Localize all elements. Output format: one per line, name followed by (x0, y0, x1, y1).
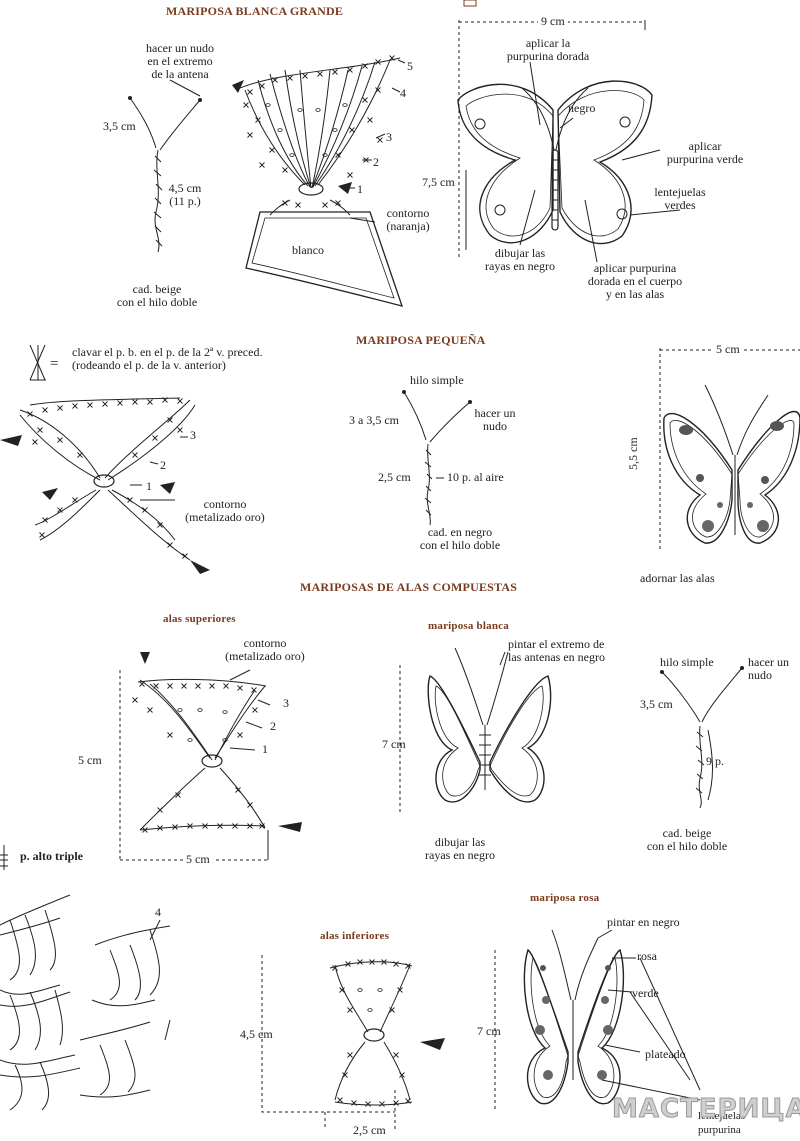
grande-outline-note: contorno (naranja) (386, 206, 430, 233)
grande-row-5: 5 (407, 59, 413, 73)
grande-stripes-note: dibujar las rayas en negro (485, 246, 555, 273)
pequena-adorn-note: adornar las alas (640, 571, 715, 585)
grande-antenna-note: hacer un nudo en el extremo de la antena (146, 41, 214, 81)
grande-body-glitter: aplicar purpurina dorada en el cuerpo y … (587, 261, 683, 301)
section-title-grande: MARIPOSA BLANCA GRANDE (166, 4, 344, 18)
grande-antenna-diagram (128, 79, 202, 253)
pequena-chain-count: 10 p. al aire (447, 470, 504, 484)
pequena-chain-note: cad. en negro con el hilo doble (419, 525, 501, 552)
grande-finished-butterfly (457, 20, 681, 263)
inf-height: 4,5 cm (240, 1027, 273, 1041)
sup-width: 5 cm (183, 853, 213, 866)
pequena-knot: hacer un nudo (474, 406, 516, 433)
subtitle-alas-inferiores: alas inferiores (320, 930, 390, 942)
sup-row-3: 3 (283, 696, 289, 710)
rosa-sequins: lentejuelas (698, 1110, 746, 1122)
grande-glitter-green: aplicar purpurina verde (666, 139, 744, 166)
sup-outline-note: contorno (metalizado oro) (225, 636, 305, 663)
pequena-row-1: 1 (146, 479, 152, 493)
sup-row-2: 2 (270, 719, 276, 733)
section-title-pequena: MARIPOSA PEQUEÑA (356, 333, 486, 347)
grande-row-4: 4 (400, 86, 406, 100)
mariposa-rosa-drawing (494, 929, 701, 1110)
legend-symbol-text: clavar el p. b. en el p. de la 2ª v. pre… (72, 345, 263, 372)
legend-equals: = (50, 356, 59, 372)
watermark-logo: МАСТЕРИЦА (612, 1094, 800, 1125)
grande-crochet-chart (232, 55, 406, 307)
legend-symbol (29, 344, 46, 381)
step-number: 4 (155, 905, 161, 919)
grande-row-1: 1 (357, 182, 363, 196)
sup-row-1: 1 (262, 742, 268, 756)
pequena-body-length: 2,5 cm (378, 470, 411, 484)
rosa-label-rosa: rosa (637, 949, 657, 963)
pequena-width: 5 cm (713, 343, 743, 356)
pequena-finished-butterfly (659, 348, 800, 550)
grande-row-2: 2 (373, 155, 379, 169)
compuestas-antenna-length: 3,5 cm (640, 697, 673, 711)
pequena-row-3: 3 (190, 428, 196, 442)
subtitle-alas-superiores: alas superiores (163, 613, 236, 625)
compuestas-thread: hilo simple (660, 655, 714, 669)
grande-chain-note: cad. beige con el hilo doble (116, 282, 198, 309)
alas-inferiores-chart (261, 955, 445, 1130)
rosa-height: 7 cm (477, 1024, 501, 1038)
blanca-tip-note: pintar el extremo de las antenas en negr… (508, 637, 605, 664)
corner-box (463, 0, 477, 7)
grande-width: 9 cm (538, 15, 568, 28)
pequena-outline-note: contorno (metalizado oro) (185, 497, 265, 524)
blanca-stripes-note: dibujar las rayas en negro (425, 835, 495, 862)
grande-antenna-length: 3,5 cm (103, 119, 136, 133)
grande-glitter-gold: aplicar la purpurina dorada (506, 36, 590, 63)
pequena-thread: hilo simple (410, 373, 464, 387)
rosa-label-plateado: plateado (645, 1047, 686, 1061)
rosa-label-verde: verde (632, 986, 659, 1000)
sup-height: 5 cm (78, 753, 102, 767)
alas-superiores-chart (119, 652, 302, 861)
grande-height: 7,5 cm (422, 175, 455, 189)
grande-body-length: 4,5 cm (11 p.) (168, 181, 202, 208)
grande-row-3: 3 (386, 130, 392, 144)
grande-fill-label: blanco (292, 243, 324, 257)
compuestas-chain-note: cad. beige con el hilo doble (646, 826, 728, 853)
legend-triple-label: p. alto triple (20, 849, 83, 863)
grande-stitch-marks (243, 55, 395, 178)
pequena-height: 5,5 cm (626, 437, 640, 470)
mariposa-blanca-drawing (399, 647, 552, 815)
blanca-height: 7 cm (382, 737, 406, 751)
pequena-antenna-diagram (402, 390, 472, 526)
section-title-compuestas: MARIPOSAS DE ALAS COMPUESTAS (300, 580, 518, 594)
compuestas-antenna-diagram (660, 666, 744, 809)
pequena-antenna-length: 3 a 3,5 cm (349, 413, 399, 427)
rosa-paint-note: pintar en negro (607, 915, 680, 929)
grande-black-note: negro (568, 101, 596, 115)
pequena-crochet-chart (0, 397, 210, 574)
pequena-row-2: 2 (160, 458, 166, 472)
rosa-glitter: purpurina (698, 1124, 741, 1136)
subtitle-mariposa-rosa: mariposa rosa (530, 892, 600, 904)
compuestas-chain-count: 9 p. (706, 754, 724, 768)
subtitle-mariposa-blanca: mariposa blanca (428, 620, 509, 632)
triple-crochet-steps (0, 845, 171, 1111)
grande-sequins-note: lentejuelas verdes (654, 185, 706, 212)
inf-width: 2,5 cm (350, 1124, 389, 1137)
compuestas-knot: hacer un nudo (748, 655, 789, 682)
